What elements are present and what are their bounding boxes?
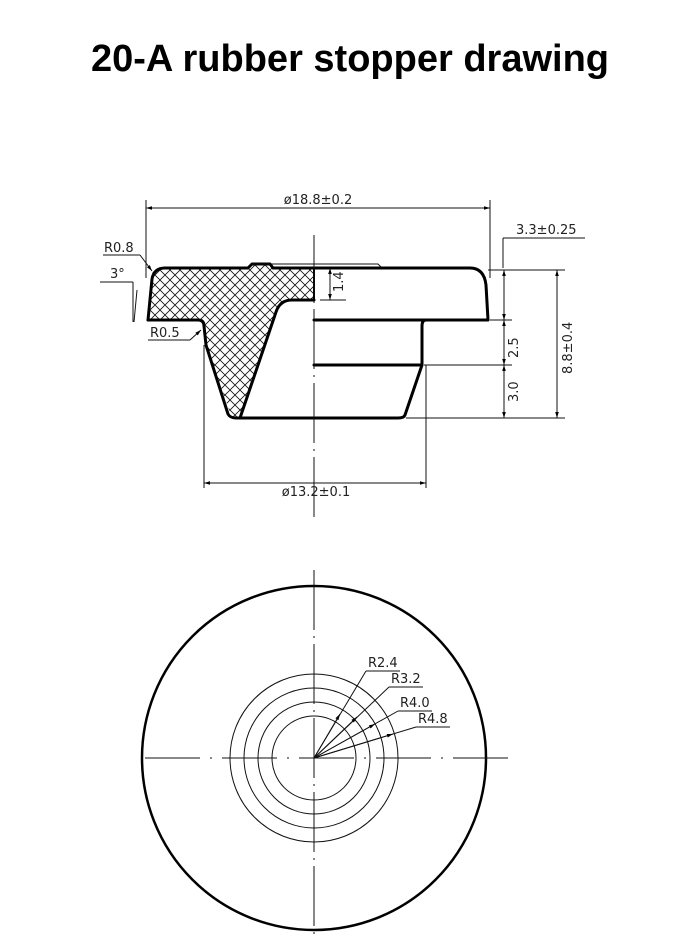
dim-plug-diameter: ø13.2±0.1	[282, 485, 350, 500]
dim-outer-diameter: ø18.8±0.2	[284, 193, 352, 208]
section-hatch	[148, 264, 314, 418]
dim-total-height: 8.8±0.4	[561, 322, 576, 374]
top-view: R2.4 R3.2 R4.0 R4.8	[140, 570, 515, 935]
dim-plug-lower: 3.0	[507, 381, 522, 402]
radius-label-r4-8: R4.8	[418, 712, 448, 727]
radius-label-r3-2: R3.2	[391, 672, 421, 687]
dim-flange-thickness: 3.3±0.25	[516, 223, 577, 238]
radius-label-r4-0: R4.0	[400, 696, 430, 711]
dim-r0-5: R0.5	[150, 326, 180, 341]
dim-draft-angle: 3°	[110, 267, 125, 282]
dim-recess-depth: 1.4	[332, 271, 347, 292]
section-view: ø18.8±0.2 R0.8 3° R0.5 1.4 3.3±0.25 2.5	[100, 193, 585, 520]
dim-r0-8: R0.8	[104, 241, 134, 256]
drawing-title: 20-A rubber stopper drawing	[91, 38, 609, 80]
dim-plug-upper: 2.5	[507, 337, 522, 358]
radius-label-r2-4: R2.4	[368, 656, 398, 671]
